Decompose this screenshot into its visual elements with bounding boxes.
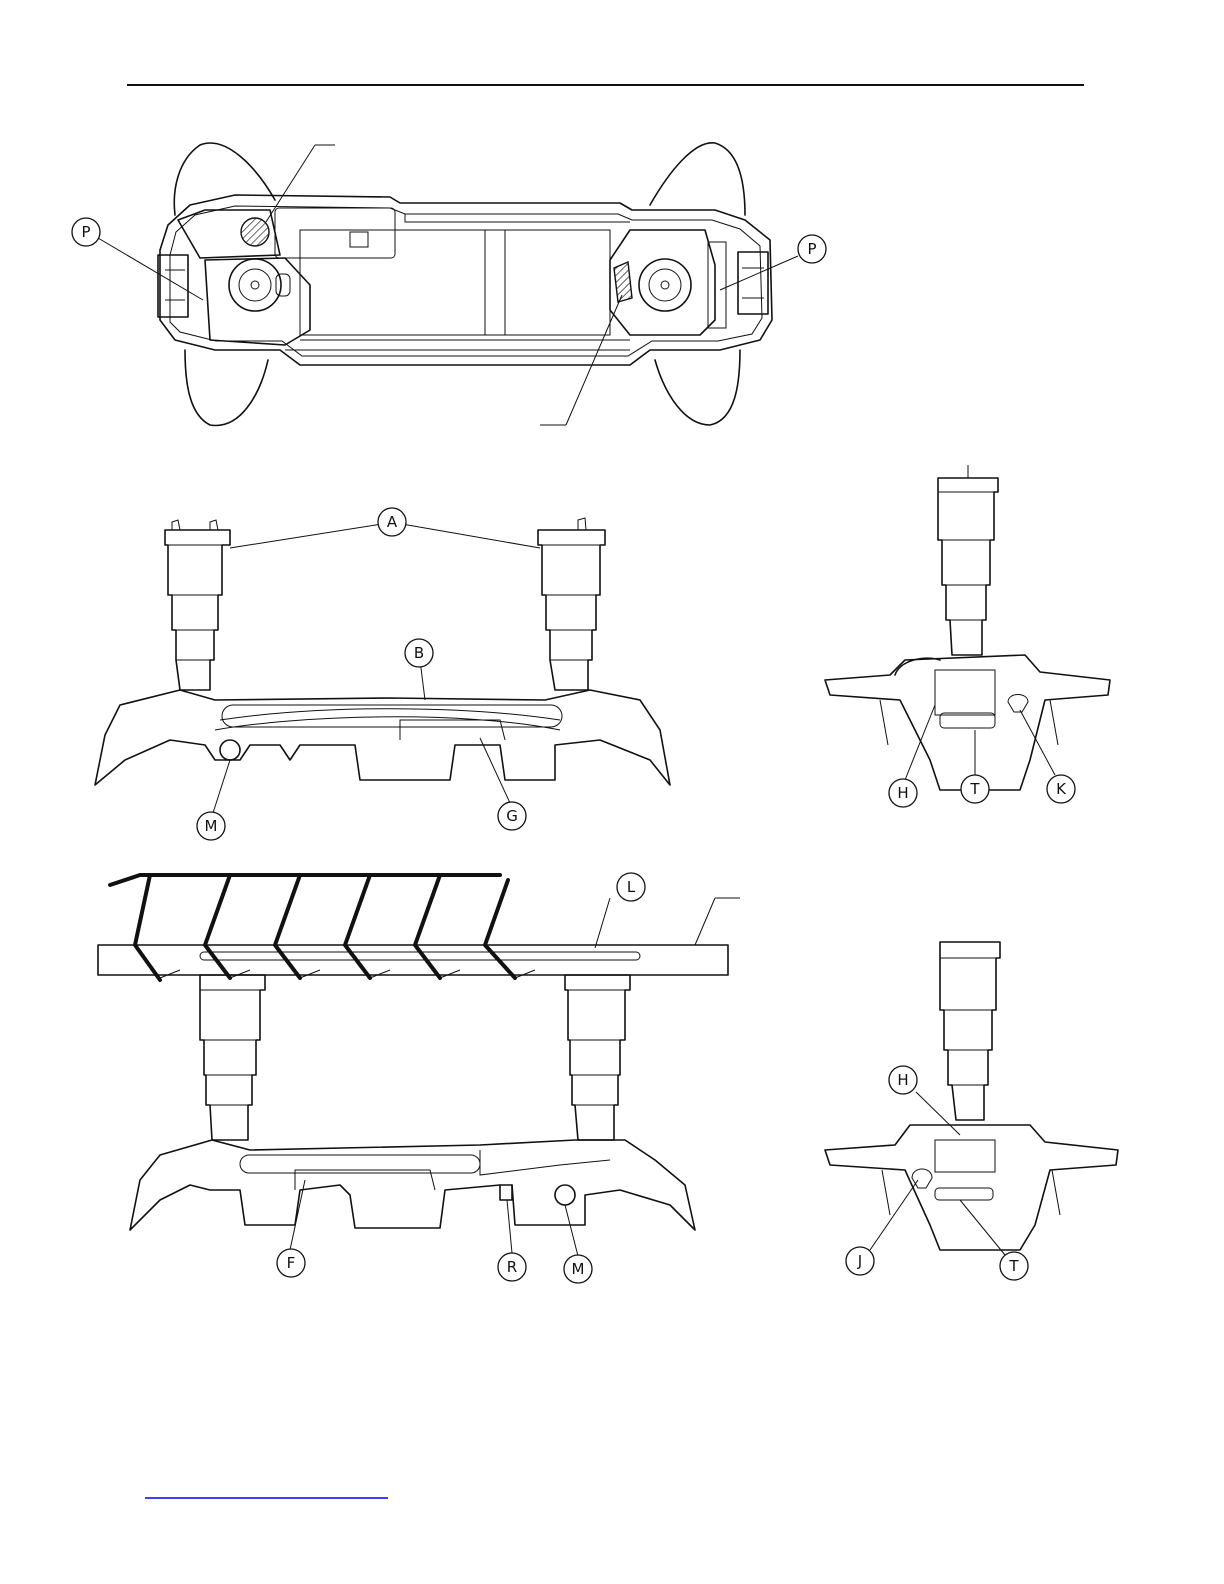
svg-text:R: R [507, 1258, 517, 1276]
side-view-1-drawing [95, 518, 670, 813]
callout-T-1: T [961, 775, 989, 803]
callout-J: J [846, 1247, 874, 1275]
svg-text:L: L [627, 878, 636, 896]
svg-text:A: A [387, 513, 398, 531]
svg-text:M: M [572, 1260, 585, 1278]
svg-text:M: M [205, 817, 218, 835]
footer-link[interactable] [145, 1480, 388, 1498]
svg-text:H: H [897, 1071, 908, 1089]
callout-P-right: P [798, 235, 826, 263]
callout-R: R [498, 1253, 526, 1281]
callout-F: F [277, 1249, 305, 1277]
callout-A: A [378, 508, 406, 536]
svg-text:T: T [1008, 1257, 1019, 1275]
callout-T-2: T [1000, 1252, 1028, 1280]
callout-H-2: H [889, 1066, 917, 1094]
callout-M-2: M [564, 1255, 592, 1283]
callout-P-left: P [72, 218, 100, 246]
callout-L: L [617, 873, 645, 901]
svg-text:T: T [969, 780, 980, 798]
callout-H-1: H [889, 779, 917, 807]
side-view-2-drawing [98, 875, 740, 1256]
top-view-drawing [98, 143, 798, 426]
callout-G: G [498, 802, 526, 830]
end-view-2-drawing [825, 942, 1118, 1255]
callout-M-1: M [197, 812, 225, 840]
svg-text:P: P [807, 240, 816, 258]
svg-text:F: F [287, 1254, 296, 1272]
callout-K: K [1047, 775, 1075, 803]
svg-text:B: B [414, 644, 424, 662]
svg-text:G: G [506, 807, 518, 825]
svg-text:H: H [897, 784, 908, 802]
svg-text:P: P [81, 223, 90, 241]
end-view-1-drawing [825, 465, 1110, 790]
svg-text:J: J [857, 1252, 862, 1270]
svg-text:K: K [1056, 780, 1067, 798]
callout-B: B [405, 639, 433, 667]
